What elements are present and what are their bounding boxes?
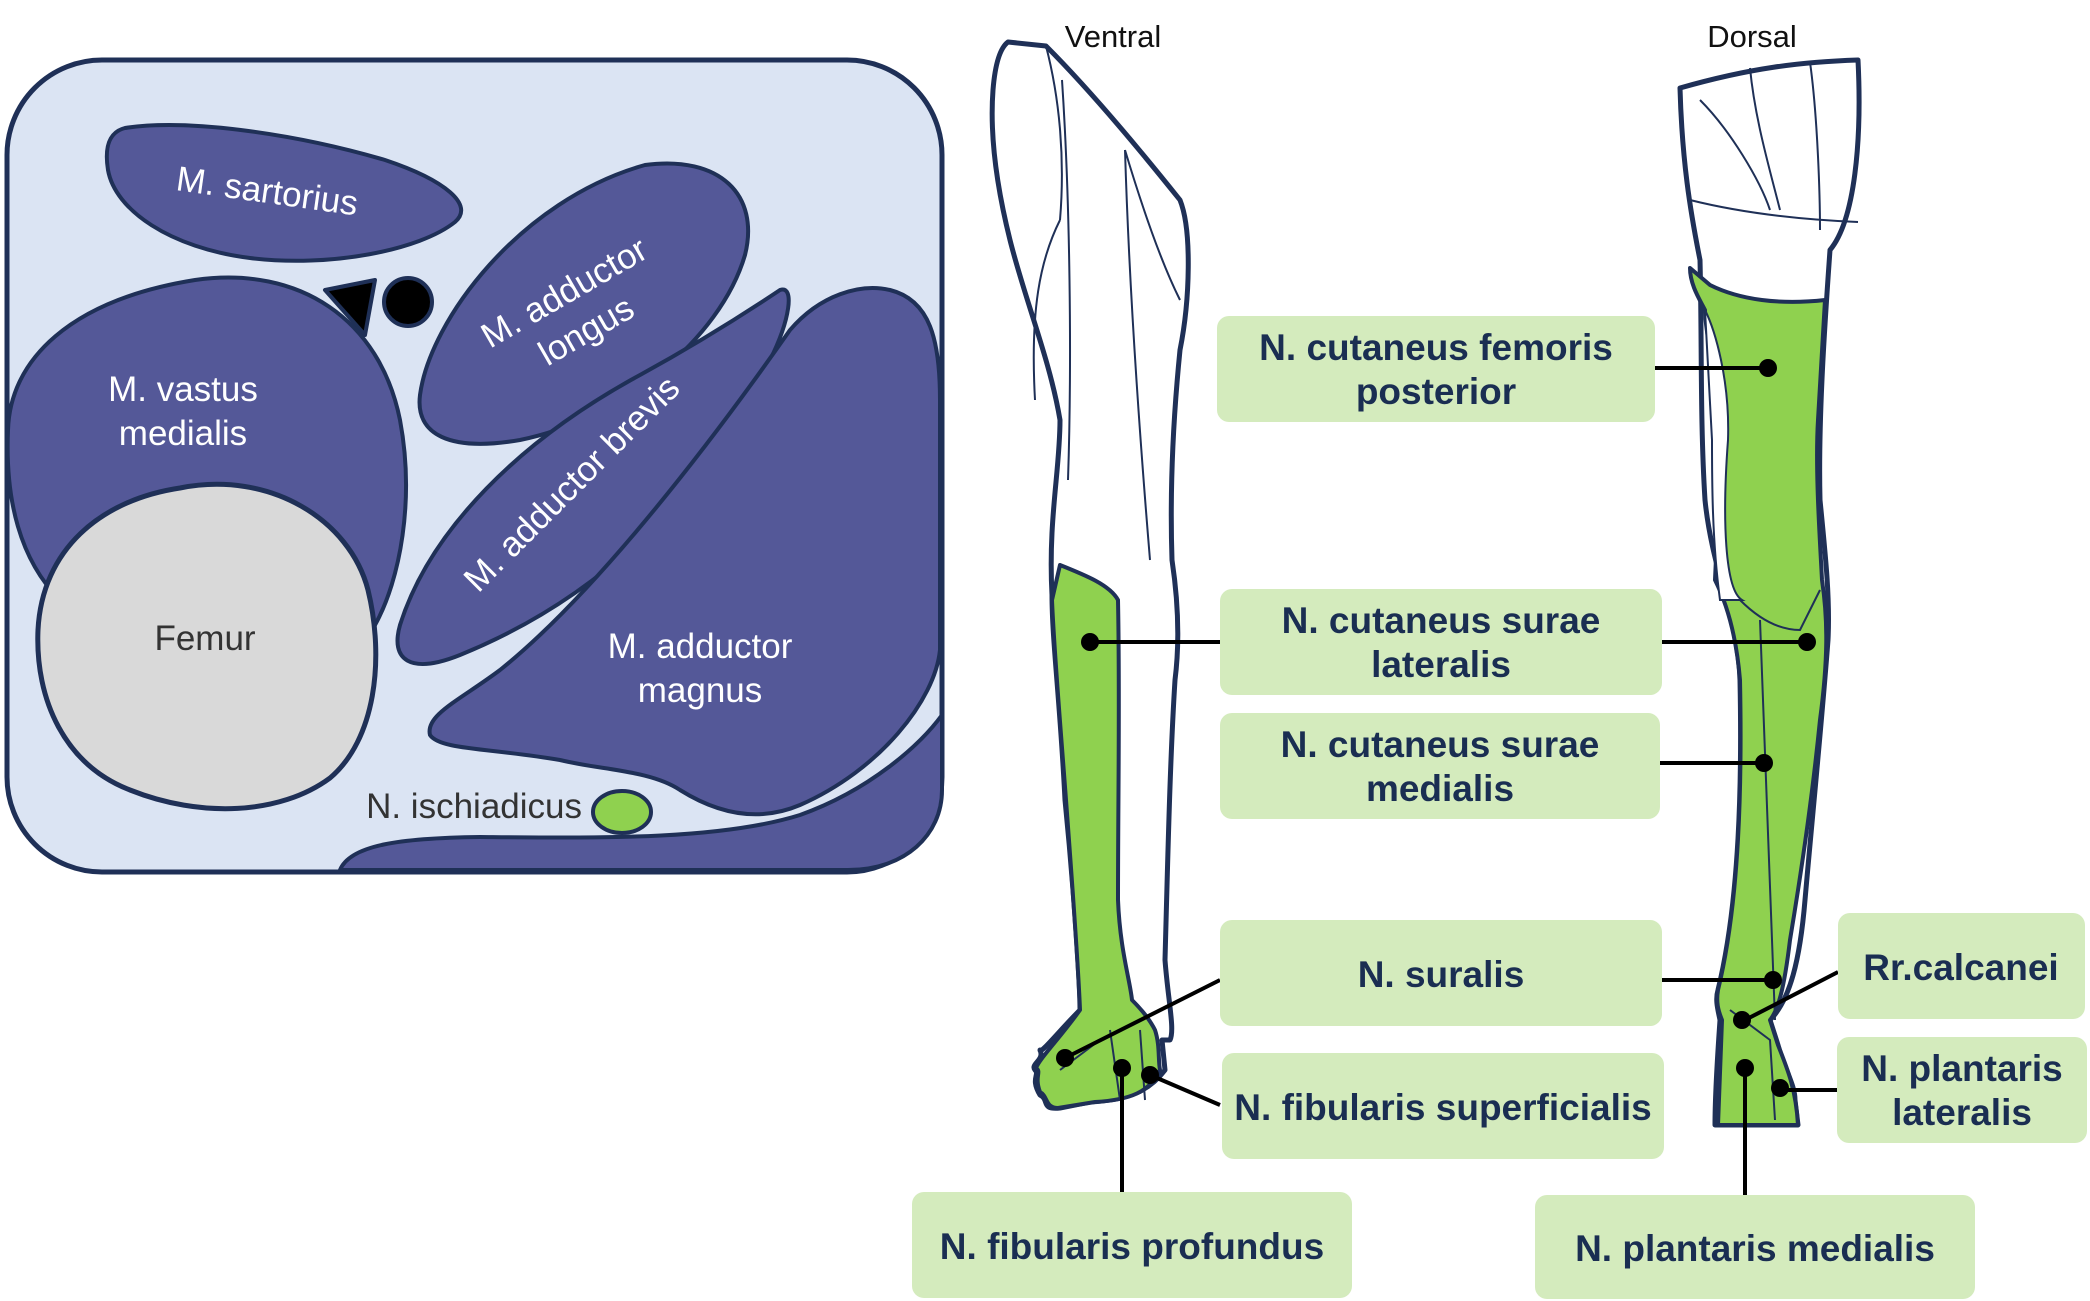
dot-femoris-posterior — [1759, 359, 1777, 377]
label-femoris-posterior-2: posterior — [1356, 371, 1516, 412]
label-surae-lateralis-1: N. cutaneus surae — [1282, 600, 1601, 641]
ventral-leg: Ventral — [989, 19, 1191, 1111]
box-rr-calcanei: Rr.calcanei — [1838, 913, 2085, 1019]
leader-lines — [1056, 359, 1839, 1195]
box-cutaneus-surae-lateralis: N. cutaneus surae lateralis — [1220, 589, 1662, 695]
dot-plantaris-lateralis — [1771, 1079, 1789, 1097]
sciatic-nerve — [591, 789, 653, 835]
dot-surae-lateralis-dorsal — [1798, 633, 1816, 651]
label-vastus-medialis-1: M. vastus — [108, 370, 258, 409]
dorsal-inner-lines — [1689, 61, 1859, 1121]
label-femoris-posterior-1: N. cutaneus femoris — [1259, 327, 1613, 368]
dorsal-leg: Dorsal — [1677, 19, 1862, 1128]
label-vastus-medialis-2: medialis — [119, 414, 247, 453]
dot-plantaris-medialis — [1736, 1059, 1754, 1077]
dot-surae-lateralis-ventral — [1081, 633, 1099, 651]
label-fibularis-profundus: N. fibularis profundus — [940, 1226, 1324, 1267]
adductor-magnus-muscle — [427, 286, 942, 817]
dot-surae-medialis — [1755, 754, 1773, 772]
lead-fibularis-superficialis — [1149, 1073, 1221, 1107]
sartorius-muscle — [104, 123, 463, 263]
lead-suralis-ventral — [1064, 978, 1221, 1060]
lead-rr-calcanei — [1744, 970, 1839, 1022]
label-ischiadicus: N. ischiadicus — [366, 787, 582, 826]
box-cutaneus-surae-medialis: N. cutaneus surae medialis — [1220, 713, 1660, 819]
label-femur: Femur — [154, 619, 255, 658]
label-ventral: Ventral — [1065, 19, 1162, 54]
nerve-label-boxes: N. cutaneus femoris posterior N. cutaneu… — [912, 316, 2087, 1299]
box-cutaneus-femoris-posterior: N. cutaneus femoris posterior — [1217, 316, 1655, 422]
box-plantaris-lateralis: N. plantaris lateralis — [1837, 1037, 2087, 1143]
dot-fibularis-superficialis — [1141, 1066, 1159, 1084]
label-plantaris-medialis: N. plantaris medialis — [1575, 1228, 1935, 1269]
dot-fibularis-profundus — [1113, 1059, 1131, 1077]
bottom-muscle-strip — [337, 708, 944, 872]
label-fibularis-superficialis: N. fibularis superficialis — [1234, 1087, 1651, 1128]
label-surae-medialis-2: medialis — [1366, 768, 1514, 809]
box-plantaris-medialis: N. plantaris medialis — [1535, 1195, 1975, 1299]
label-adductor-magnus-2: magnus — [638, 671, 763, 710]
dot-suralis-dorsal — [1764, 971, 1782, 989]
label-suralis: N. suralis — [1358, 954, 1525, 995]
label-surae-medialis-1: N. cutaneus surae — [1281, 724, 1600, 765]
label-adductor-magnus-1: M. adductor — [608, 627, 793, 666]
label-rr-calcanei: Rr.calcanei — [1863, 947, 2058, 988]
label-surae-lateralis-2: lateralis — [1371, 644, 1511, 685]
label-plantaris-lateralis-1: N. plantaris — [1861, 1048, 2063, 1089]
label-dorsal: Dorsal — [1707, 19, 1797, 54]
femoral-vein-circle — [382, 276, 434, 328]
femur-bone — [35, 481, 379, 812]
box-fibularis-superficialis: N. fibularis superficialis — [1222, 1053, 1664, 1159]
box-suralis: N. suralis — [1220, 920, 1662, 1026]
thigh-cross-section: M. sartorius M. adductor longus M. vastu… — [4, 57, 945, 875]
adductor-longus-muscle — [417, 161, 751, 446]
ventral-green-region — [1034, 563, 1162, 1110]
box-fibularis-profundus: N. fibularis profundus — [912, 1192, 1352, 1298]
label-plantaris-lateralis-2: lateralis — [1892, 1092, 2032, 1133]
femoral-artery-triangle — [323, 278, 377, 337]
dot-suralis-ventral — [1056, 1049, 1074, 1067]
dot-rr-calcanei — [1733, 1011, 1751, 1029]
